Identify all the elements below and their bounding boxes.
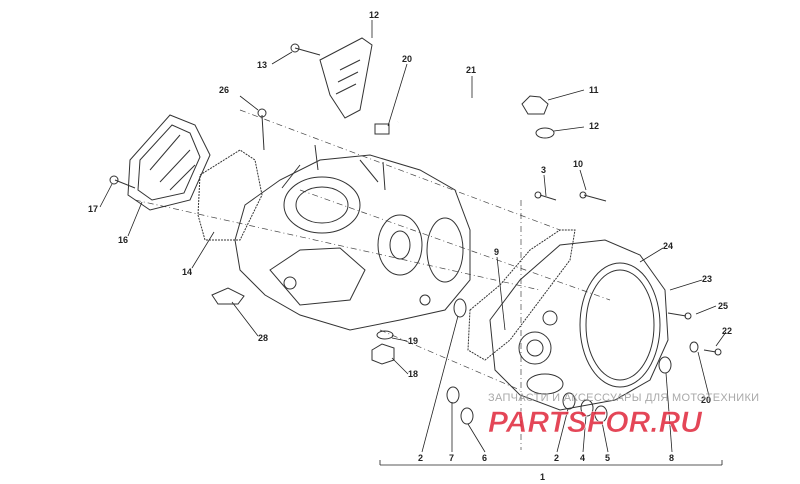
callout-3: 3	[541, 165, 546, 175]
sprocket-cover-bracket	[319, 37, 373, 119]
callout-16: 14	[182, 267, 192, 277]
hose-fitting	[374, 123, 390, 135]
callout-labels: 12 13 20 21 11 12 26 17 16 14 28 19 18 3…	[88, 10, 732, 482]
drain-plug	[371, 330, 395, 365]
callout-18: 17	[88, 204, 98, 214]
callout-12: 12	[589, 121, 599, 131]
right-cover	[489, 239, 669, 411]
crankcase	[234, 144, 471, 331]
callout-21: 20	[402, 54, 412, 64]
callout-24: 23	[702, 274, 712, 284]
callout-4: 4	[580, 453, 585, 463]
callout-14: 13	[257, 60, 267, 70]
callout-8: 8	[669, 453, 674, 463]
callout-20b: 20	[701, 395, 711, 405]
bolts	[109, 43, 722, 356]
callout-2b: 2	[554, 453, 559, 463]
callout-25: 24	[663, 241, 673, 251]
callout-19: 18	[408, 369, 418, 379]
watermark-brand: PARTSFOR.RU	[488, 406, 703, 439]
left-gasket	[197, 149, 263, 241]
callout-11: 11	[589, 85, 599, 95]
callout-10: 10	[573, 159, 583, 169]
oil-seals	[446, 298, 699, 425]
callout-9: 9	[494, 247, 499, 257]
callout-28: 28	[258, 333, 268, 343]
callout-2: 2	[418, 453, 423, 463]
right-gasket	[467, 229, 576, 361]
callout-13: 12	[369, 10, 379, 20]
callout-6: 6	[482, 453, 487, 463]
watermark: ЗАПЧАСТИ И АКСЕССУАРЫ ДЛЯ МОТОТЕХНИКИ PA…	[488, 392, 759, 439]
callout-27: 26	[219, 85, 229, 95]
watermark-tagline: ЗАПЧАСТИ И АКСЕССУАРЫ ДЛЯ МОТОТЕХНИКИ	[488, 392, 759, 404]
left-cover	[127, 114, 211, 211]
callout-26: 25	[718, 301, 728, 311]
alignment-lines	[134, 109, 611, 450]
callout-1: 1	[540, 472, 545, 482]
filler-cap	[521, 95, 555, 139]
callout-22: 21	[466, 65, 476, 75]
callout-23: 22	[722, 326, 732, 336]
callout-7: 7	[449, 453, 454, 463]
leader-lines	[99, 20, 727, 466]
callout-5: 5	[605, 453, 610, 463]
clamp-bracket	[211, 287, 245, 305]
callout-17: 16	[118, 235, 128, 245]
callout-20: 19	[408, 336, 418, 346]
